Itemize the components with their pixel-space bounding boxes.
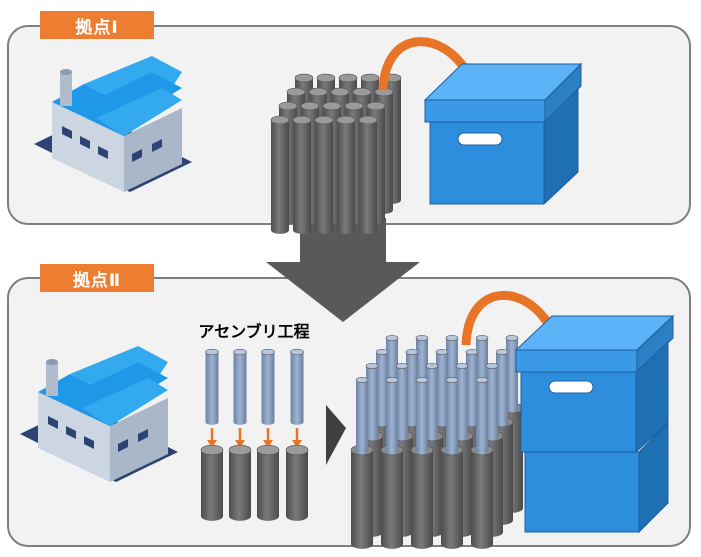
shipping-box-1 bbox=[423, 62, 583, 206]
assembled-rod bbox=[505, 335, 519, 413]
part-cylinder bbox=[358, 115, 378, 234]
factory-icon-1 bbox=[34, 56, 192, 192]
base-cylinder bbox=[285, 444, 309, 521]
site1-label: 拠点Ⅰ bbox=[40, 11, 154, 39]
rod-part bbox=[261, 348, 275, 425]
assembled-rod bbox=[435, 349, 449, 427]
assembled-rod bbox=[465, 349, 479, 427]
base-cylinder bbox=[228, 444, 252, 521]
part-cylinder bbox=[336, 115, 356, 234]
base-cylinder bbox=[200, 444, 224, 521]
factory-icon-2 bbox=[20, 346, 178, 482]
transfer-down-arrow bbox=[266, 218, 420, 322]
assembled-rod bbox=[475, 377, 489, 455]
assembly-process-group bbox=[200, 348, 309, 521]
assembled-rod bbox=[425, 363, 439, 441]
assembled-base bbox=[440, 444, 464, 549]
assembled-base bbox=[410, 444, 434, 549]
orange-curved-arrow-2 bbox=[461, 290, 551, 346]
assembled-rod bbox=[495, 349, 509, 427]
assembled-rod bbox=[355, 377, 369, 455]
part-cylinder bbox=[314, 115, 334, 234]
assembled-part-array-2 bbox=[350, 335, 524, 549]
assembled-base bbox=[470, 444, 494, 549]
assembled-rod bbox=[455, 363, 469, 441]
assembled-rod bbox=[365, 363, 379, 441]
assembled-rod bbox=[415, 377, 429, 455]
rod-part bbox=[205, 348, 219, 425]
assembled-rod bbox=[485, 363, 499, 441]
shipping-box-stack-2 bbox=[514, 314, 675, 534]
part-cylinder bbox=[270, 115, 290, 234]
assembled-rod bbox=[405, 349, 419, 427]
assembled-rod bbox=[445, 377, 459, 455]
process-label: アセンブリ工程 bbox=[198, 322, 310, 341]
assembled-rod bbox=[395, 363, 409, 441]
assembled-rod bbox=[385, 377, 399, 455]
base-cylinder bbox=[256, 444, 280, 521]
process-chevron bbox=[326, 405, 346, 465]
rod-part bbox=[233, 348, 247, 425]
insert-arrow-head bbox=[207, 440, 217, 448]
insert-arrow-head bbox=[235, 440, 245, 448]
assembled-rod bbox=[375, 349, 389, 427]
assembled-base bbox=[350, 444, 374, 549]
insert-arrow-head bbox=[292, 440, 302, 448]
part-cylinder bbox=[292, 115, 312, 234]
orange-curved-arrow-1 bbox=[378, 37, 471, 91]
insert-arrow-head bbox=[263, 440, 273, 448]
site2-label: 拠点Ⅱ bbox=[40, 264, 154, 292]
part-cylinder-array-1 bbox=[270, 73, 402, 234]
assembled-base bbox=[380, 444, 404, 549]
rod-part bbox=[290, 348, 304, 425]
